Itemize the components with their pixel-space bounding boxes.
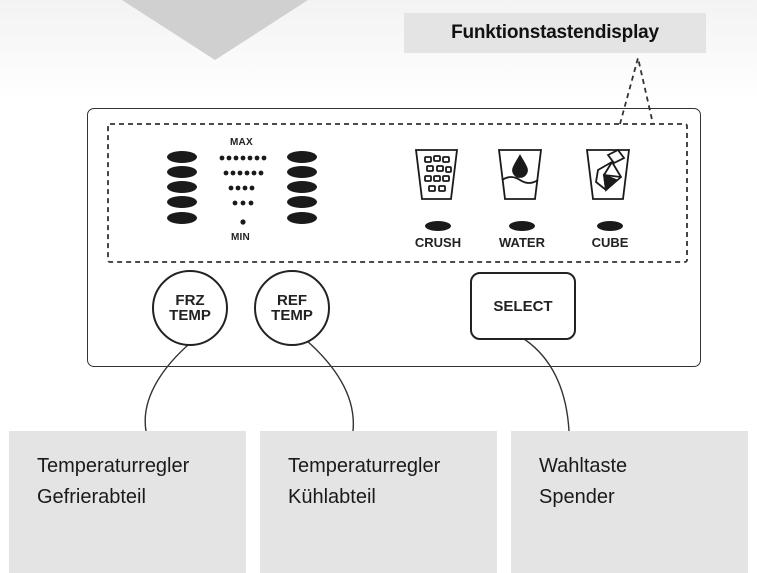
crush-mode-label: CRUSH xyxy=(414,235,462,250)
callout-title: Funktionstastendisplay xyxy=(451,22,659,43)
fridge-temp-button-line2: TEMP xyxy=(271,307,313,324)
caption-fridge-line2: Kühlabteil xyxy=(288,486,376,508)
select-button[interactable]: SELECT xyxy=(470,272,576,340)
select-button-leader xyxy=(520,336,570,432)
caption-dispenser-select: Wahltaste Spender xyxy=(511,431,748,573)
freezer-temp-button[interactable]: FRZ TEMP xyxy=(152,270,228,346)
caption-select-line1: Wahltaste xyxy=(539,455,628,477)
cube-indicator-lamp xyxy=(597,221,623,231)
display-area-dashed-outline xyxy=(107,123,688,263)
freezer-temp-button-line2: TEMP xyxy=(169,307,211,324)
water-mode-label: WATER xyxy=(499,235,545,250)
level-bar xyxy=(167,166,197,178)
level-bar xyxy=(287,166,317,178)
level-max-label: MAX xyxy=(230,137,253,148)
cube-mode-label: CUBE xyxy=(591,235,629,250)
freezer-temp-button-line1: FRZ xyxy=(175,292,205,309)
level-bar xyxy=(167,151,197,163)
caption-freezer-line2: Gefrierabteil xyxy=(37,486,146,508)
caption-select-line2: Spender xyxy=(539,486,615,508)
caption-freezer-control: Temperaturregler Gefrierabteil xyxy=(9,431,246,573)
caption-freezer-line1: Temperaturregler xyxy=(37,455,190,477)
select-button-label: SELECT xyxy=(493,297,553,315)
fridge-temp-button-line1: REF xyxy=(277,292,307,309)
level-bar xyxy=(167,181,197,193)
level-dot-scale xyxy=(219,155,267,225)
ice-cube-glass-icon xyxy=(585,148,631,200)
level-bar xyxy=(287,196,317,208)
callout-title-box xyxy=(404,13,706,53)
caption-fridge-line1: Temperaturregler xyxy=(288,455,441,477)
level-bar xyxy=(287,181,317,193)
fridge-temp-button[interactable]: REF TEMP xyxy=(254,270,330,346)
level-bar xyxy=(167,196,197,208)
fridge-button-leader xyxy=(305,339,355,432)
caption-fridge-control: Temperaturregler Kühlabteil xyxy=(260,431,497,573)
callout-dashed-leader xyxy=(619,57,654,125)
level-min-label: MIN xyxy=(231,232,250,243)
crush-indicator-lamp xyxy=(425,221,451,231)
freezer-button-leader xyxy=(144,335,200,432)
fridge-level-bars xyxy=(287,151,317,224)
level-bar xyxy=(287,212,317,224)
level-bar xyxy=(287,151,317,163)
water-indicator-lamp xyxy=(509,221,535,231)
level-bar xyxy=(167,212,197,224)
water-glass-icon xyxy=(497,149,543,200)
crushed-ice-glass-icon xyxy=(414,149,459,200)
freezer-level-bars xyxy=(167,151,197,224)
